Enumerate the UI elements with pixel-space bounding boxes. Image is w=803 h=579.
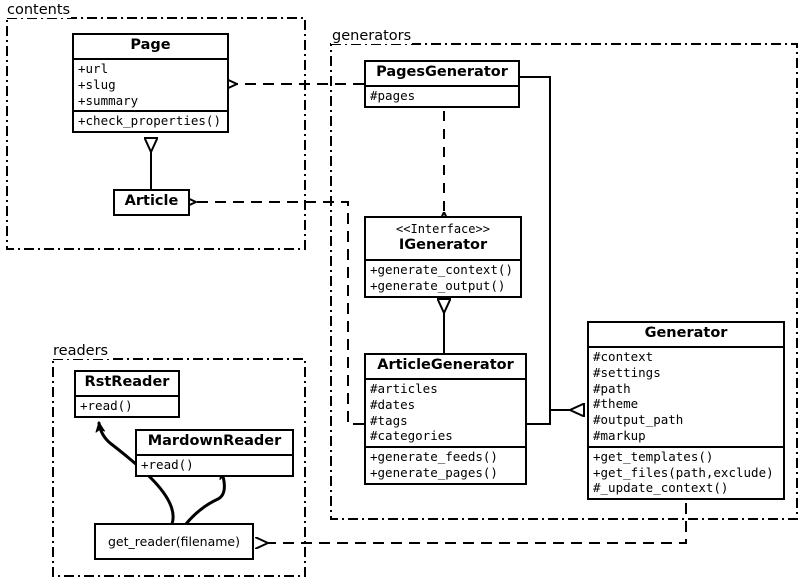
generator-to-getreader-dep [268,503,687,543]
igenerator-op-generate-output: +generate_output() [370,277,506,293]
page-attr-url: +url [78,60,109,76]
mardownreader-class-title: MardownReader [147,433,282,449]
generator-class-operations: +get_templates() +get_files(path,exclude… [589,445,783,498]
generator-attr-settings: #settings [593,364,661,380]
generator-class-title: Generator [644,325,728,341]
articlegenerator-to-generator-generalization [527,409,570,425]
articlegenerator-class-operations: +generate_feeds() +generate_pages() [366,446,525,483]
igenerator-op-generate-context: +generate_context() [370,261,513,277]
rstreader-class-operations: +read() [76,394,178,416]
generator-attr-path: #path [593,380,631,396]
pagesgenerator-class-title: PagesGenerator [376,64,508,80]
page-attr-slug: +slug [78,76,116,92]
page-class[interactable]: Page +url +slug +summary +check_properti… [72,33,229,134]
readers-package-label: readers [52,343,110,359]
articlegenerator-class-attributes: #articles #dates #tags #categories [366,377,525,446]
generator-attr-context: #context [593,348,654,364]
rstreader-class[interactable]: RstReader +read() [74,370,180,418]
rstreader-op-read: +read() [80,397,133,413]
generator-class[interactable]: Generator #context #settings #path #them… [587,321,785,501]
pagesgenerator-attr-pages: #pages [370,87,416,103]
page-class-operations: +check_properties() [74,110,227,131]
getreader-to-mardownreader-arrow [184,470,224,526]
generators-package-label: generators [331,28,413,44]
articlegenerator-op-generate-pages: +generate_pages() [370,465,498,480]
igenerator-interface[interactable]: <<Interface>> IGenerator +generate_conte… [364,216,522,298]
articlegenerator-attr-articles: #articles [370,380,438,396]
contents-package-label: contents [6,2,72,18]
generator-attr-theme: #theme [593,396,639,412]
igenerator-operations: +generate_context() +generate_output() [366,258,520,296]
articlegenerator-attr-dates: #dates [370,396,416,412]
articlegenerator-attr-categories: #categories [370,428,453,444]
articlegenerator-op-generate-feeds: +generate_feeds() [370,449,498,465]
articlegenerator-attr-tags: #tags [370,412,408,428]
article-class-title: Article [124,193,179,209]
articlegenerator-class[interactable]: ArticleGenerator #articles #dates #tags … [364,353,527,485]
pagesgenerator-class-attributes: #pages [366,84,518,106]
article-class[interactable]: Article [113,189,190,216]
generator-attr-markup: #markup [593,428,646,443]
get-reader-function[interactable]: get_reader(filename) [94,523,254,560]
articlegenerator-class-title: ArticleGenerator [377,357,514,373]
igenerator-stereotype: <<Interface>> [396,222,490,236]
mardownreader-class[interactable]: MardownReader +read() [135,429,294,477]
mardownreader-op-read: +read() [141,456,194,472]
page-class-attributes: +url +slug +summary [74,57,227,110]
generator-op-get-templates: +get_templates() [593,448,714,464]
generator-class-attributes: #context #settings #path #theme #output_… [589,345,783,446]
articlegenerator-to-article-dep [196,202,364,425]
pagesgenerator-to-generator-generalization [520,76,570,410]
pagesgenerator-class[interactable]: PagesGenerator #pages [364,60,520,108]
page-op-check-properties: +check_properties() [78,113,221,129]
page-class-title: Page [130,37,171,53]
generator-attr-output-path: #output_path [593,412,684,428]
generator-op-get-files: +get_files(path,exclude) [593,464,774,480]
igenerator-interface-title: IGenerator [398,237,488,253]
page-attr-summary: +summary [78,92,139,108]
generator-op-update-context: #_update_context() [593,480,729,496]
get-reader-function-label: get_reader(filename) [108,534,240,549]
rstreader-class-title: RstReader [84,374,170,390]
mardownreader-class-operations: +read() [137,453,292,475]
igenerator-header: <<Interface>> IGenerator [366,218,520,259]
